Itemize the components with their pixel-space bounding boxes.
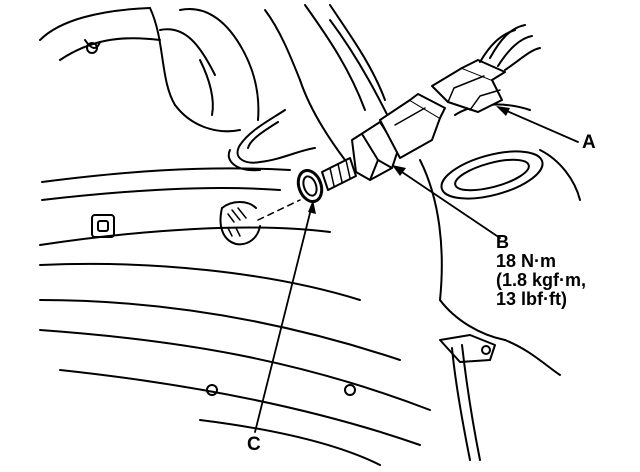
housing-casting: [39, 4, 581, 466]
harness-connector: [431, 24, 541, 113]
torque-spec-kgfm: (1.8 kgf·m,: [496, 270, 587, 290]
callout-a-label: A: [582, 132, 596, 153]
leader-lines: [254, 106, 579, 433]
torque-spec-nm: 18 N·m: [496, 251, 557, 271]
leader-c: [254, 204, 313, 433]
temperature-sensor: [321, 93, 446, 191]
callout-b-label: B: [496, 232, 509, 252]
arrow-a: [496, 106, 510, 116]
arrow-c: [308, 200, 316, 214]
sealing-washer: [296, 169, 324, 203]
arrow-b: [392, 165, 406, 176]
callout-c-label: C: [247, 434, 261, 455]
callout-b-group: B 18 N·m (1.8 kgf·m, 13 lbf·ft): [496, 233, 586, 309]
torque-spec-lbfft: 13 lbf·ft): [496, 289, 567, 309]
sensor-mount-boss: [219, 199, 301, 246]
wire-harness: [227, 109, 316, 172]
leader-b: [395, 167, 501, 239]
leader-a: [499, 107, 579, 143]
